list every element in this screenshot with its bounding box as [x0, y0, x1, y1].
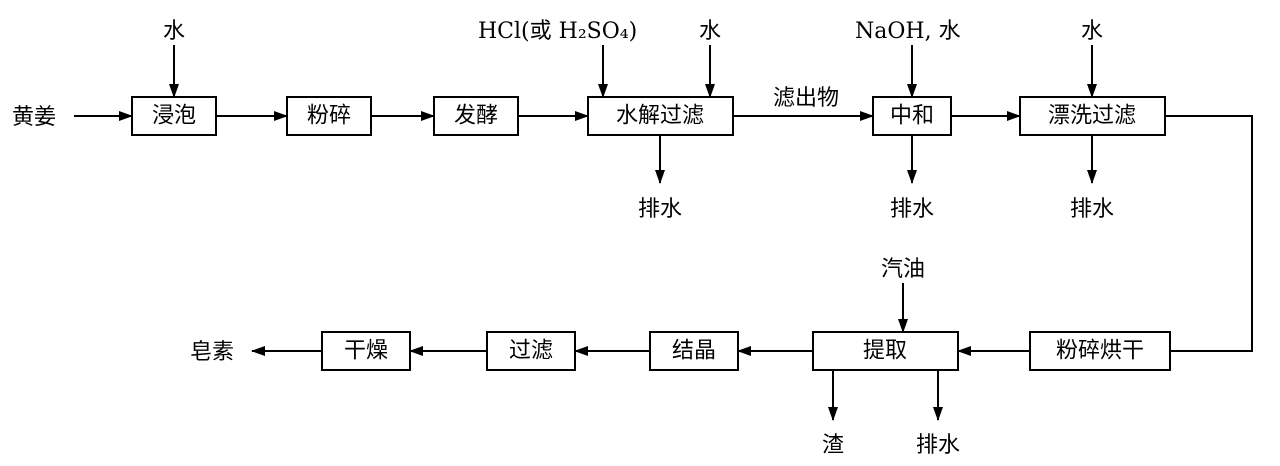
label-water-hydrolysis: 水	[699, 19, 721, 44]
svg-text:提取: 提取	[863, 339, 907, 364]
label-water-rinse: 水	[1081, 19, 1103, 44]
step-crush-dry: 粉碎烘干	[1029, 331, 1171, 371]
svg-text:漂洗过滤: 漂洗过滤	[1048, 104, 1136, 129]
step-crystallize: 结晶	[649, 331, 739, 371]
step-dry: 干燥	[321, 331, 411, 371]
step-rinse-filter: 漂洗过滤	[1019, 96, 1166, 136]
label-product: 皂素	[190, 340, 234, 365]
svg-text:结晶: 结晶	[672, 339, 716, 364]
svg-text:粉碎: 粉碎	[307, 104, 351, 129]
label-raw-material: 黄姜	[12, 105, 56, 130]
svg-text:浸泡: 浸泡	[152, 104, 196, 129]
label-filtrate: 滤出物	[773, 86, 839, 111]
step-extract: 提取	[812, 331, 959, 371]
svg-text:水解过滤: 水解过滤	[616, 104, 704, 129]
svg-text:粉碎烘干: 粉碎烘干	[1056, 339, 1144, 364]
step-neutralize: 中和	[872, 96, 952, 136]
step-soak: 浸泡	[131, 96, 217, 136]
svg-text:过滤: 过滤	[509, 339, 553, 364]
label-drain-hydrolysis: 排水	[638, 197, 682, 222]
label-drain-neutralize: 排水	[890, 197, 934, 222]
step-crush: 粉碎	[286, 96, 372, 136]
label-water-soak: 水	[163, 19, 185, 44]
svg-text:干燥: 干燥	[344, 339, 388, 364]
label-base-water: NaOH, 水	[855, 19, 961, 44]
svg-text:发酵: 发酵	[454, 104, 498, 129]
label-acid: HCl(或 H₂SO₄)	[478, 19, 637, 44]
connector-rinse-to-crush-dry	[1165, 115, 1253, 352]
label-drain-extract: 排水	[916, 433, 960, 458]
step-ferment: 发酵	[433, 96, 519, 136]
label-drain-rinse: 排水	[1070, 197, 1114, 222]
svg-text:中和: 中和	[890, 104, 934, 129]
label-gasoline: 汽油	[881, 257, 925, 282]
label-residue: 渣	[822, 433, 844, 458]
step-hydrolysis-filter: 水解过滤	[587, 96, 734, 136]
step-filter: 过滤	[486, 331, 576, 371]
